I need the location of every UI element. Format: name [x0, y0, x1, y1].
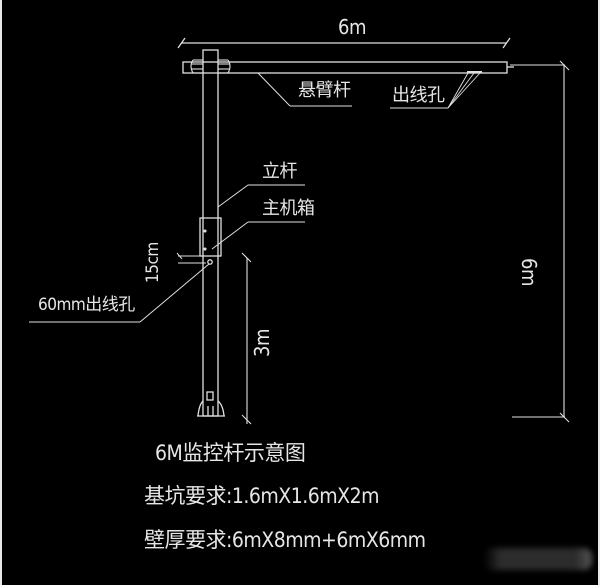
total-height-label: 6m [517, 258, 541, 286]
mainbox-leader [211, 221, 305, 250]
upright-pole-label: 立杆 [262, 161, 298, 182]
cantilever-leader [257, 72, 352, 107]
wall-thickness-requirement: 壁厚要求:6mX8mm+6mX6mm [144, 528, 426, 552]
lower-height-dimension [241, 252, 252, 425]
main-box-label: 主机箱 [262, 198, 315, 219]
box-offset-label: 15cm [143, 242, 163, 283]
upright-pole [202, 49, 219, 417]
diagram-title: 6M监控杆示意图 [155, 441, 306, 465]
upright-leader [217, 184, 305, 208]
cantilever-arm-label: 悬臂杆 [298, 80, 351, 101]
outlet60-leader [29, 263, 210, 323]
box-offset-dimension [176, 252, 206, 264]
outlet-leader [390, 71, 482, 109]
arm-clamp [190, 59, 231, 74]
main-box [199, 217, 222, 265]
watermark-blur [484, 548, 592, 570]
lower-height-label: 3m [250, 329, 274, 357]
foundation-requirement: 基坑要求:1.6mX1.6mX2m [144, 484, 380, 508]
arm-length-label: 6m [338, 15, 366, 39]
cantilever-arm [182, 61, 514, 74]
cable-outlet-label: 出线孔 [392, 85, 445, 106]
arm-dimension-line [177, 37, 511, 49]
pole-base [197, 391, 225, 417]
outlet-60mm-label: 60mm出线孔 [38, 295, 135, 315]
total-height-dimension [510, 60, 570, 423]
